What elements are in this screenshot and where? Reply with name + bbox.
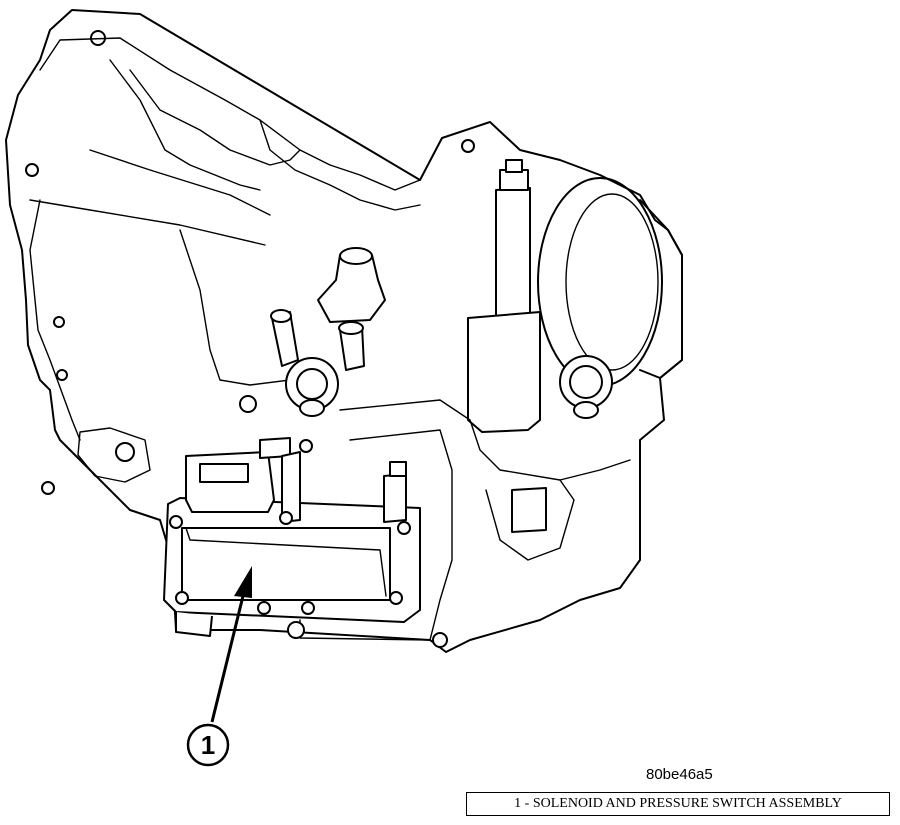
figure-id: 80be46a5 — [646, 766, 713, 783]
bell-housing-inner-edge — [29, 199, 81, 441]
mount-bolt-hole — [461, 139, 475, 153]
line-fitting-tube — [299, 399, 325, 417]
callout-circle — [186, 723, 230, 767]
case-web — [259, 119, 421, 211]
shift-shaft-tip — [505, 159, 523, 173]
cooler-fitting-tube — [573, 401, 599, 419]
mount-bolt-hole — [53, 316, 65, 328]
assembly-bolt — [279, 511, 293, 525]
cooler-fitting-nut — [569, 365, 603, 399]
assembly-bolt — [301, 601, 315, 615]
dipstick-tube-right-cap — [338, 321, 364, 335]
bell-housing-rib-3 — [129, 69, 301, 166]
bell-housing-rib — [29, 199, 266, 246]
case-web-2 — [179, 229, 291, 386]
shift-shaft — [495, 187, 531, 321]
dipstick-tube-left-cap — [270, 309, 292, 323]
callout-arrowhead — [234, 566, 252, 598]
assembly-bolt — [175, 591, 189, 605]
bell-housing-rib-4 — [109, 59, 261, 191]
solenoid-pressure-switch-assembly — [163, 437, 431, 641]
bell-housing-flange — [39, 37, 421, 191]
mount-bolt-hole — [56, 369, 68, 381]
speed-sensor-boss — [485, 479, 575, 561]
assembly-bolt — [287, 621, 305, 639]
bell-housing-rib-2 — [89, 149, 271, 216]
assembly-bolt — [169, 515, 183, 529]
differential-cover — [537, 177, 663, 387]
case-lower-edge — [339, 399, 631, 481]
mount-bolt-hole — [115, 442, 135, 462]
shift-lever — [467, 311, 541, 433]
mount-bolt-hole — [90, 30, 106, 46]
vent-fitting — [317, 254, 386, 323]
callout-number: 1 — [201, 730, 215, 760]
callout-legend: 1 - SOLENOID AND PRESSURE SWITCH ASSEMBL… — [466, 792, 890, 816]
transaxle-case-outline — [5, 9, 683, 653]
lower-mount-ear — [77, 427, 151, 483]
assembly-bolt — [389, 591, 403, 605]
axle-seal-rim — [639, 199, 683, 379]
assembly-bolt — [397, 521, 411, 535]
mount-bolt-hole — [239, 395, 257, 413]
vent-fitting-cap — [339, 247, 373, 265]
case-lower-rib — [349, 429, 453, 641]
line-fitting-nut — [296, 368, 328, 400]
mount-bolt-hole — [41, 481, 55, 495]
assembly-bolt — [299, 439, 313, 453]
assembly-bolt — [432, 632, 448, 648]
mount-bolt-hole — [25, 163, 39, 177]
differential-cover-inner — [565, 193, 659, 371]
callout-leader-line — [210, 591, 246, 723]
assembly-bolt — [257, 601, 271, 615]
speed-sensor-connector — [511, 487, 547, 533]
